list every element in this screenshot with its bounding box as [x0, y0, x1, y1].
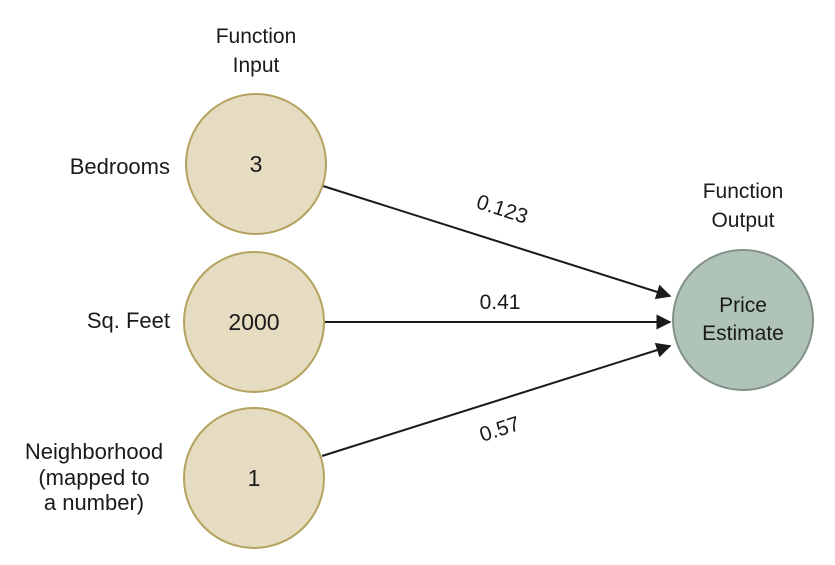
input-label-sqfeet: Sq. Feet — [86, 308, 170, 333]
input-value-neighborhood: 1 — [247, 464, 261, 491]
input-node-sqfeet: 2000 — [183, 251, 325, 393]
input-value-sqfeet: 2000 — [228, 308, 280, 335]
input-label-bedrooms: Bedrooms — [69, 154, 170, 179]
input-header: Function Input — [215, 25, 297, 77]
edge-line-neighborhood — [321, 342, 672, 457]
edge-weight-sqfeet: 0.41 — [479, 291, 521, 314]
input-node-neighborhood: 1 — [183, 407, 325, 549]
output-node: Price Estimate — [672, 249, 814, 391]
input-value-bedrooms: 3 — [249, 150, 263, 177]
output-label: Price Estimate — [702, 294, 784, 345]
output-header: Function Output — [702, 180, 784, 232]
input-label-neighborhood: Neighborhood (mapped to a number) — [24, 439, 164, 516]
edge-line-bedrooms — [322, 185, 672, 300]
input-node-bedrooms: 3 — [185, 93, 327, 235]
